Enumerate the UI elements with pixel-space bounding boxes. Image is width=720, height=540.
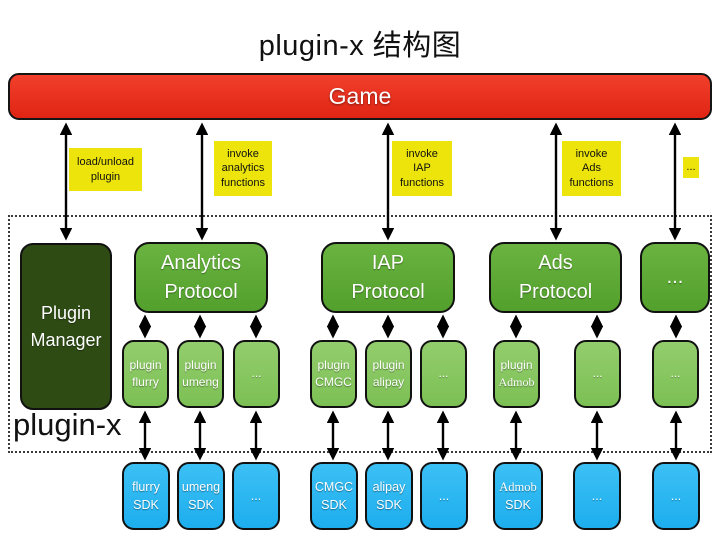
box-line: ... (592, 366, 603, 381)
note-invoke-iap: invoke IAP functions (392, 141, 452, 196)
box-line: SDK (133, 498, 159, 512)
box-line: Admob (498, 375, 535, 389)
flurry-sdk-box: flurry SDK (122, 462, 170, 530)
box-line: Manager (30, 329, 102, 350)
analytics-protocol-box: Analytics Protocol (134, 242, 268, 313)
note-line: ... (686, 161, 696, 174)
box-line: Admob (499, 479, 537, 494)
game-box-label: Game (328, 83, 392, 109)
note-line: invoke (575, 148, 608, 161)
pluginx-dashed-container (8, 215, 712, 453)
box-line: SDK (321, 498, 347, 512)
box-line: plugin (129, 357, 162, 372)
plugin-more-box-3: ... (574, 340, 621, 408)
cmgc-sdk-box: CMGC SDK (310, 462, 358, 530)
sdk-more-box-4: ... (652, 462, 700, 530)
page-title: plugin-x 结构图 (258, 30, 462, 62)
plugin-flurry-box: plugin flurry (122, 340, 169, 408)
box-line: SDK (188, 498, 214, 512)
umeng-sdk-box: umeng SDK (177, 462, 225, 530)
iap-protocol-box: IAP Protocol (321, 242, 455, 313)
admob-sdk-box: Admob SDK (493, 462, 543, 530)
note-line: invoke (227, 148, 259, 161)
box-line: plugin (184, 357, 217, 372)
box-line: ... (670, 488, 682, 503)
box-line: Protocol (164, 280, 238, 303)
plugin-manager-box: Plugin Manager (20, 243, 112, 410)
game-box: Game (8, 73, 712, 120)
plugin-cmgc-box: plugin CMGC (310, 340, 357, 408)
box-line: Analytics (160, 251, 242, 274)
note-line: analytics (221, 162, 265, 175)
plugin-alipay-box: plugin alipay (365, 340, 412, 408)
plugin-more-box-4: ... (652, 340, 699, 408)
box-line: CMGC (314, 479, 354, 494)
box-line: Protocol (518, 280, 593, 303)
box-line: ... (438, 366, 449, 381)
box-line: flurry (132, 375, 159, 389)
box-line: ... (666, 266, 684, 288)
box-line: SDK (505, 498, 531, 512)
ads-protocol-box: Ads Protocol (489, 242, 622, 313)
box-line: Plugin (40, 303, 92, 324)
box-line: umeng (182, 375, 219, 389)
note-invoke-ads: invoke Ads functions (562, 141, 621, 196)
box-line: alipay (372, 479, 406, 494)
note-line: invoke (406, 148, 438, 161)
box-line: ... (670, 366, 681, 381)
box-line: CMGC (315, 375, 352, 389)
plugin-more-box-1: ... (233, 340, 280, 408)
sdk-more-box-3: ... (573, 462, 621, 530)
box-line: IAP (371, 251, 405, 274)
note-line: functions (220, 176, 266, 189)
box-line: Protocol (351, 280, 425, 303)
sdk-more-box-1: ... (232, 462, 280, 530)
box-line: umeng (181, 479, 221, 494)
box-line: SDK (376, 498, 402, 512)
note-line: IAP (413, 162, 431, 175)
note-more: ... (683, 157, 699, 178)
box-line: alipay (372, 375, 405, 389)
box-line: ... (591, 488, 603, 503)
plugin-admob-box: plugin Admob (493, 340, 540, 408)
note-line: functions (569, 176, 614, 189)
box-line: flurry (132, 479, 160, 494)
box-line: Ads (538, 251, 573, 274)
box-line: plugin (500, 357, 533, 372)
box-line: ... (438, 488, 450, 503)
note-load-unload-plugin: load/unload plugin (69, 148, 142, 191)
note-line: plugin (90, 170, 121, 183)
note-line: Ads (582, 162, 601, 175)
plugin-umeng-box: plugin umeng (177, 340, 224, 408)
sdk-more-box-2: ... (420, 462, 468, 530)
box-line: plugin (317, 357, 350, 372)
plugin-more-box-2: ... (420, 340, 467, 408)
note-invoke-analytics: invoke analytics functions (214, 141, 272, 196)
note-line: load/unload (77, 156, 134, 169)
box-line: plugin (372, 357, 405, 372)
note-line: functions (399, 176, 445, 189)
box-line: ... (250, 488, 262, 503)
alipay-sdk-box: alipay SDK (365, 462, 413, 530)
box-line: ... (251, 366, 262, 381)
pluginx-container-label: plugin-x (13, 407, 122, 442)
more-protocol-box: ... (640, 242, 710, 313)
